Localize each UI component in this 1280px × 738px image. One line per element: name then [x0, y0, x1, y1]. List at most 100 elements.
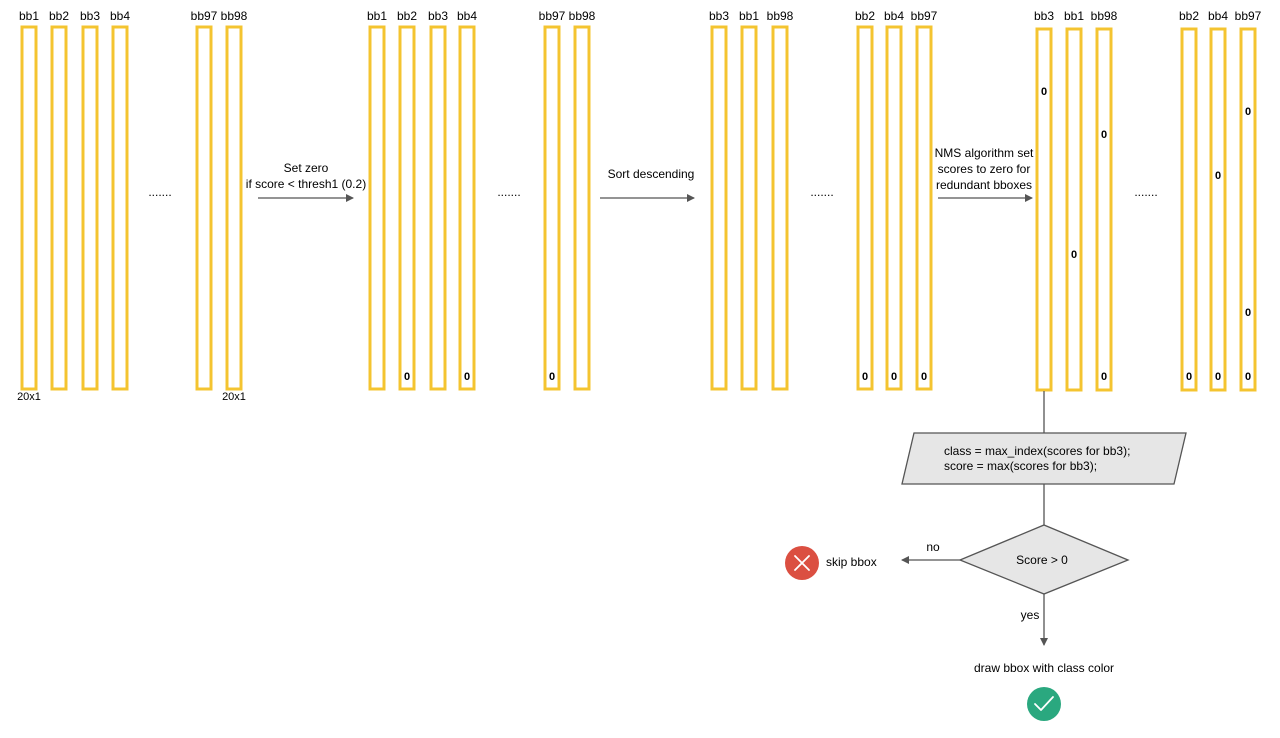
zero-score-marker: 0	[921, 371, 927, 383]
column-label: bb1	[739, 9, 759, 23]
step-1-text-line-1: Set zero	[284, 161, 329, 175]
score-column-bb2: bb2 0	[397, 9, 417, 391]
score-column-bb97: bb97 0	[911, 9, 938, 391]
decision-diamond	[958, 524, 1130, 595]
score-bar	[915, 25, 933, 391]
zero-score-marker: 0	[1186, 371, 1192, 383]
decision: Score > 0 no yes	[926, 524, 1130, 622]
score-column-bb98: bb98	[221, 9, 248, 391]
ellipsis-omitted-columns: .......	[497, 185, 520, 199]
process-line-1: class = max_index(scores for bb3);	[944, 444, 1130, 458]
column-label: bb97	[911, 9, 938, 23]
column-group-2: bb1 bb2 0 bb3 bb4 0 bb97 0 bb98.......	[367, 9, 596, 391]
score-bar	[195, 25, 213, 391]
decision-text: Score > 0	[1016, 553, 1068, 567]
close-icon	[785, 546, 819, 580]
score-column-bb4: bb4 0 0	[1208, 9, 1228, 392]
column-label: bb4	[1208, 9, 1228, 23]
ellipsis-omitted-columns: .......	[148, 185, 171, 199]
score-bar	[740, 25, 758, 391]
column-label: bb2	[397, 9, 417, 23]
score-bar	[111, 25, 129, 391]
score-column-bb1: bb1	[739, 9, 759, 391]
step-2: Sort descending	[600, 167, 695, 202]
score-column-bb1: bb1	[367, 9, 387, 391]
column-label: bb97	[1235, 9, 1262, 23]
score-bar	[458, 25, 476, 391]
zero-score-marker: 0	[404, 371, 410, 383]
column-label: bb2	[1179, 9, 1199, 23]
column-label: bb3	[1034, 9, 1054, 23]
score-column-bb1: bb1	[19, 9, 39, 391]
score-column-bb98: bb98	[569, 9, 596, 391]
column-label: bb3	[80, 9, 100, 23]
score-bar	[710, 25, 728, 391]
column-label: bb97	[191, 9, 218, 23]
step-2-text-line-1: Sort descending	[608, 167, 695, 181]
score-column-bb4: bb4	[110, 9, 130, 391]
zero-score-marker: 0	[891, 371, 897, 383]
zero-score-marker: 0	[1101, 129, 1107, 141]
zero-score-marker: 0	[464, 371, 470, 383]
score-bar	[81, 25, 99, 391]
decision-yes-label: yes	[1021, 608, 1040, 622]
column-label: bb1	[19, 9, 39, 23]
skip-label: skip bbox	[826, 555, 877, 569]
score-bar	[225, 25, 243, 391]
column-label: bb4	[110, 9, 130, 23]
score-bar	[1239, 27, 1257, 392]
step-3: NMS algorithm set scores to zero for red…	[935, 146, 1034, 202]
column-label: bb97	[539, 9, 566, 23]
column-label: bb3	[428, 9, 448, 23]
step-3-text-line-2: scores to zero for	[938, 162, 1031, 176]
zero-score-marker: 0	[1245, 307, 1251, 319]
score-column-bb98: bb98	[767, 9, 794, 391]
step-3-text-line-1: NMS algorithm set	[935, 146, 1034, 160]
column-label: bb4	[457, 9, 477, 23]
decision-no-label: no	[926, 540, 940, 554]
step-1: Set zero if score < thresh1 (0.2)	[246, 161, 366, 202]
score-bar	[771, 25, 789, 391]
score-column-bb2: bb2 0	[1179, 9, 1199, 392]
score-bar	[1035, 27, 1053, 392]
zero-score-marker: 0	[1101, 371, 1107, 383]
ellipsis-omitted-columns: .......	[810, 185, 833, 199]
score-bar	[573, 25, 591, 391]
column-label: bb2	[855, 9, 875, 23]
score-column-bb97: bb97	[191, 9, 218, 391]
zero-score-marker: 0	[862, 371, 868, 383]
score-bar	[368, 25, 386, 391]
zero-score-marker: 0	[1215, 170, 1221, 182]
score-bar	[1209, 27, 1227, 392]
column-label: bb3	[709, 9, 729, 23]
score-bar	[1065, 27, 1083, 392]
score-bar	[50, 25, 68, 391]
zero-score-marker: 0	[1245, 106, 1251, 118]
zero-score-marker: 0	[1071, 249, 1077, 261]
zero-score-marker: 0	[1215, 371, 1221, 383]
skip-outcome: skip bbox	[785, 546, 877, 580]
score-column-bb4: bb4 0	[457, 9, 477, 391]
score-bar	[398, 25, 416, 391]
vector-size-label: 20x1	[222, 391, 246, 403]
column-label: bb1	[1064, 9, 1084, 23]
score-bar	[429, 25, 447, 391]
score-bar	[885, 25, 903, 391]
column-label: bb98	[221, 9, 248, 23]
draw-label: draw bbox with class color	[974, 661, 1114, 675]
column-label: bb2	[49, 9, 69, 23]
ellipsis-omitted-columns: .......	[1134, 185, 1157, 199]
step-3-text-line-3: redundant bboxes	[936, 178, 1032, 192]
column-label: bb98	[569, 9, 596, 23]
score-column-bb3: bb3	[80, 9, 100, 391]
process-box: class = max_index(scores for bb3); score…	[901, 432, 1187, 485]
score-bar	[20, 25, 38, 391]
column-label: bb98	[767, 9, 794, 23]
